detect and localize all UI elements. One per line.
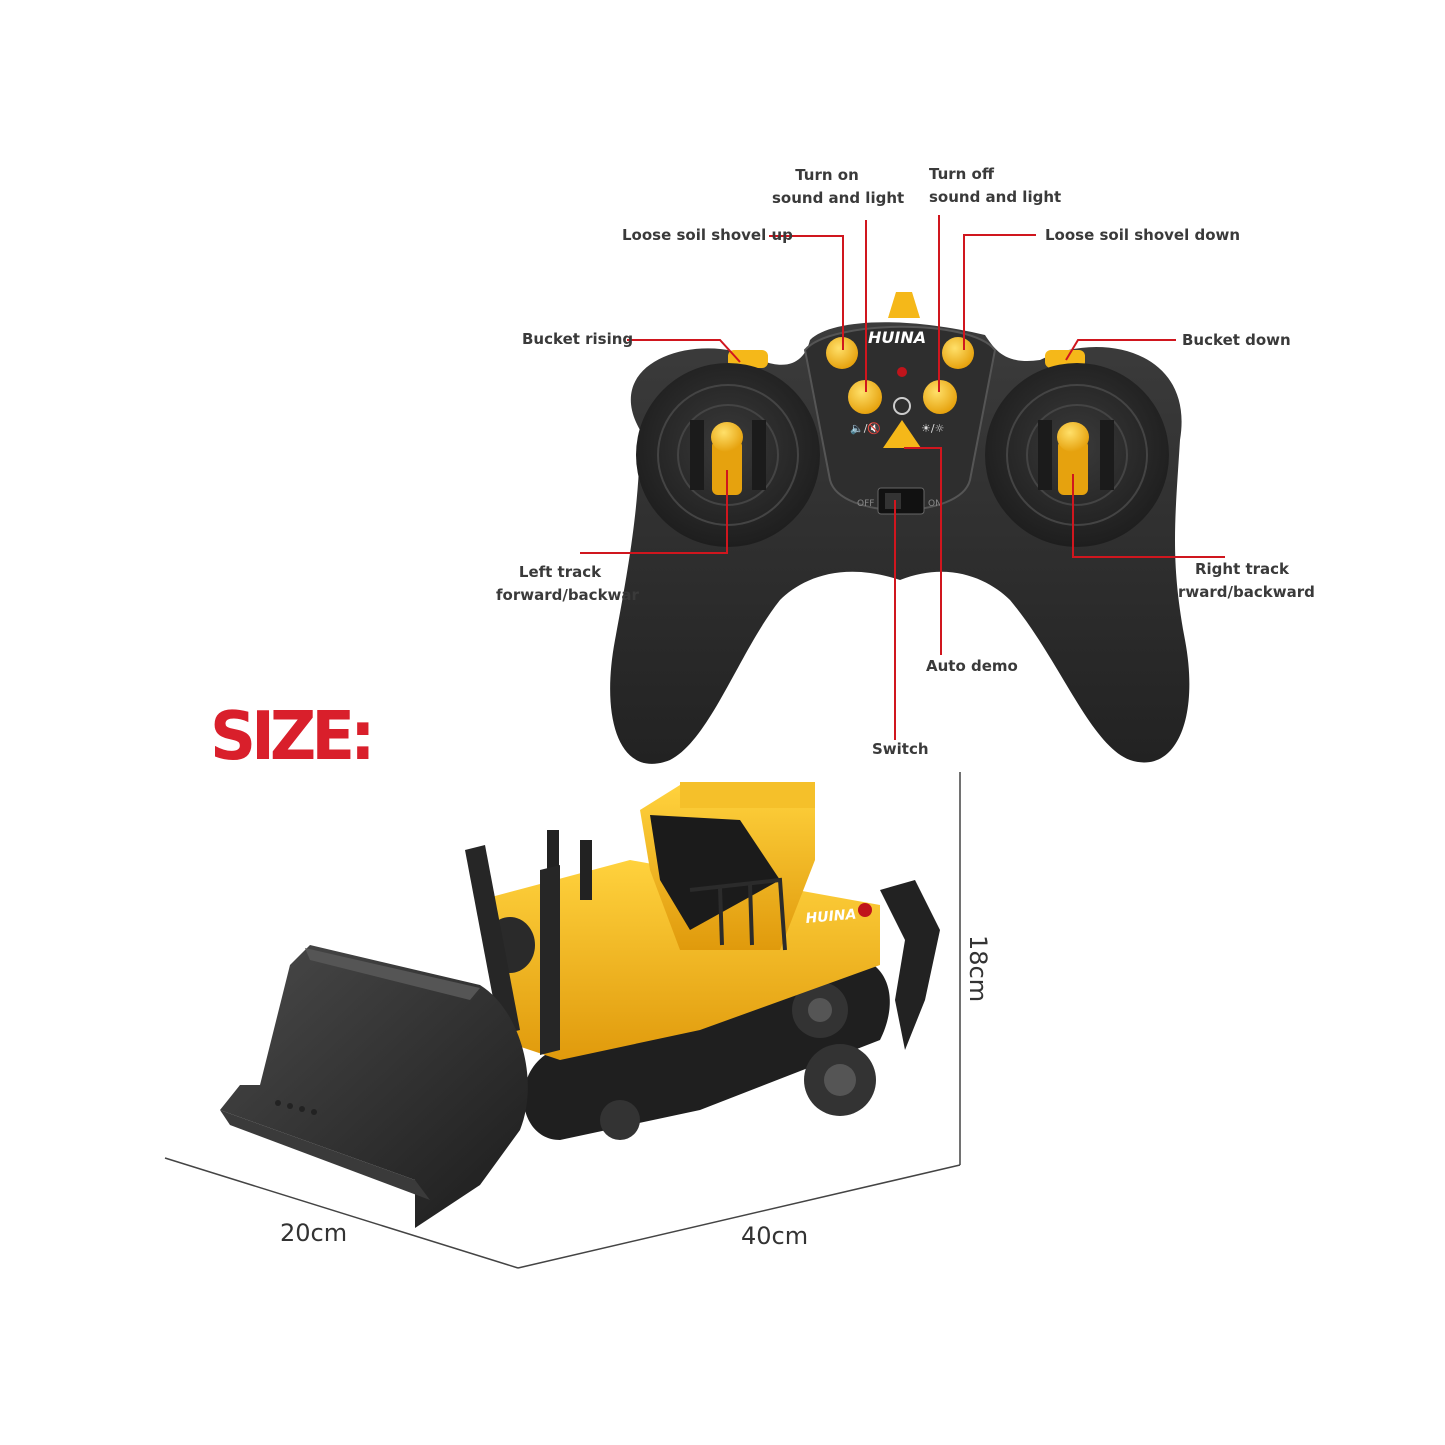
shovel-down-button (942, 337, 974, 369)
callout-right-track (1072, 474, 1225, 558)
cab-window (650, 815, 780, 930)
callout-bucket-rising (627, 339, 741, 363)
exhaust-stack-2 (580, 840, 592, 900)
label-turn-on-line2: sound and light (772, 189, 905, 207)
label-turn-on-line1: Turn on (795, 166, 859, 184)
label-right-track: Right track rward/backward (1178, 558, 1315, 604)
bulldozer: HUINA (164, 772, 961, 1269)
callout-bucket-down (1065, 339, 1176, 361)
label-right-track-line1: Right track (1194, 560, 1290, 578)
dozer-brand-logo: HUINA (805, 907, 857, 927)
right-lift-arm (540, 865, 560, 1055)
shovel-up-button (826, 337, 858, 369)
callout-shovel-up (769, 235, 844, 350)
label-left-track: Left track forward/backwar (496, 561, 639, 607)
auto-demo-button (883, 420, 921, 448)
dozer-blade (220, 945, 528, 1228)
track-wheels (600, 982, 876, 1140)
power-led (897, 367, 907, 377)
left-lift-arm (465, 845, 520, 1035)
label-auto-demo: Auto demo (926, 657, 1018, 675)
dimension-width: 20cm (280, 1219, 348, 1247)
right-joystick (1058, 440, 1088, 495)
callout-shovel-down (963, 234, 1036, 350)
label-turn-off-line1: Turn off (929, 165, 995, 183)
left-shoulder-button (728, 350, 768, 368)
label-turn-on: Turn on sound and light (772, 164, 905, 210)
label-left-track-line2: forward/backwar (496, 586, 639, 604)
switch-off-mark: OFF (857, 499, 874, 509)
left-joystick (712, 440, 742, 495)
label-bucket-down: Bucket down (1182, 331, 1291, 349)
beacon-light (858, 903, 872, 917)
dimension-length: 40cm (741, 1222, 809, 1250)
cab-roof (680, 782, 815, 808)
label-turn-off: Turn off sound and light (929, 163, 1061, 209)
rear-ripper (880, 880, 940, 1050)
light-icon: ☀/☼ (921, 422, 944, 435)
blade-top-edge (305, 948, 480, 1000)
label-left-track-line1: Left track (518, 563, 602, 581)
label-right-track-line2: rward/backward (1178, 583, 1315, 601)
controller-brand-logo: HUINA (868, 328, 926, 347)
cab-rail (689, 877, 787, 951)
light-off-button (923, 380, 957, 414)
label-shovel-down: Loose soil shovel down (1045, 226, 1241, 244)
callout-auto-demo (904, 447, 942, 655)
callout-lines (580, 215, 1225, 740)
light-on-button (848, 380, 882, 414)
label-turn-off-line2: sound and light (929, 188, 1062, 206)
dimension-lines (164, 772, 961, 1269)
gear-icon (893, 397, 911, 415)
label-bucket-rising: Bucket rising (522, 330, 634, 348)
size-heading: SIZE: (210, 698, 376, 776)
label-shovel-up: Loose soil shovel up (622, 226, 793, 244)
blade-bolts (275, 1100, 317, 1115)
center-panel (803, 325, 997, 511)
switch-on-mark: ON (928, 499, 942, 509)
dimension-height: 18cm (964, 935, 992, 1003)
blade-cutting-edge (220, 1110, 430, 1200)
remote-controller: 🔈/🔇 ☀/☼ OFF ON HUINA (610, 292, 1190, 764)
sound-icon: 🔈/🔇 (850, 422, 881, 435)
antenna-icon (888, 292, 920, 318)
label-switch: Switch (872, 740, 929, 758)
callout-left-track (580, 470, 728, 554)
